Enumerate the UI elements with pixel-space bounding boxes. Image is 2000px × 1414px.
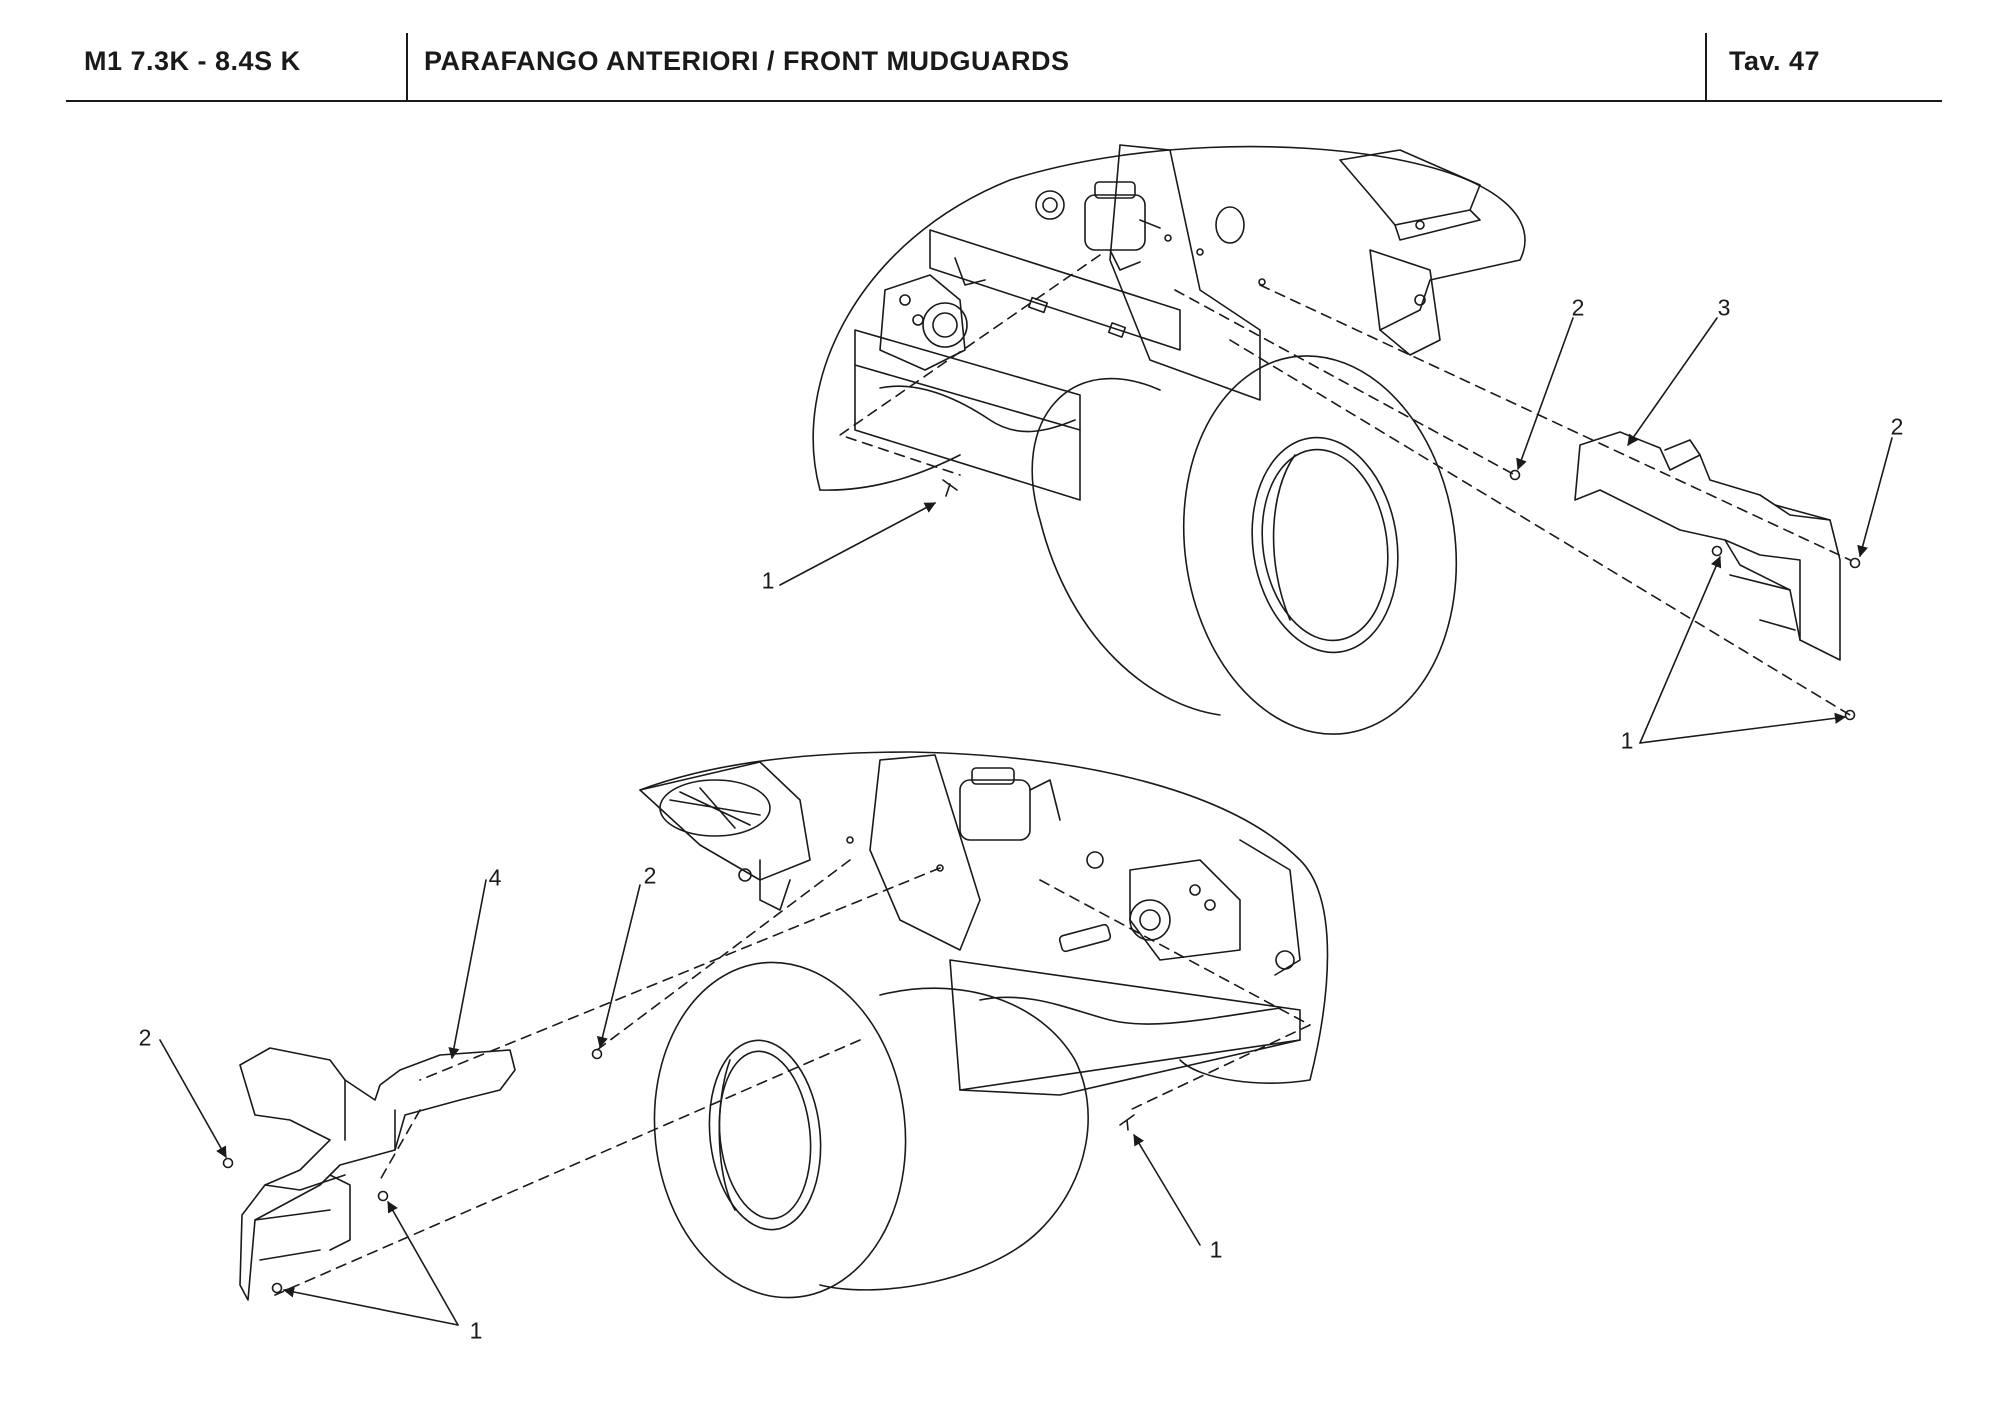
lower-motor-assembly [1129, 839, 1301, 976]
callout-2-lower-left-nut: 2 [138, 1024, 152, 1051]
callout-1-lower-right-screw: 1 [1209, 1236, 1223, 1263]
callout-2-upper-right-nut: 2 [1890, 413, 1904, 440]
callout-2-lower-nut: 2 [643, 862, 657, 889]
header-divider-right [1705, 33, 1707, 101]
upper-fasteners [942, 469, 1861, 721]
upper-tyre [1031, 355, 1458, 735]
upper-motor-assembly [879, 257, 1127, 371]
upper-pump-assembly [1035, 181, 1161, 271]
lower-body-outline [639, 751, 1329, 1084]
upper-frame-plate [1109, 144, 1261, 401]
lower-assembly-view [159, 751, 1329, 1326]
header-rule [66, 100, 1942, 102]
title-block: M1 7.3K - 8.4S K PARAFANGO ANTERIORI / F… [0, 0, 2000, 110]
callout-1-lower-screws: 1 [469, 1317, 483, 1344]
upper-assembly-view [779, 144, 1893, 744]
upper-body-lower-edge [819, 454, 961, 491]
lower-pump-assembly [959, 767, 1104, 869]
lower-explode-lines [274, 859, 1311, 1296]
lower-fan-assembly [639, 761, 811, 911]
upper-body-outline [812, 145, 1526, 491]
callout-2-upper-nut: 2 [1571, 294, 1585, 321]
header-divider-left [406, 33, 408, 101]
callout-3-front-mudguard-right: 3 [1717, 294, 1731, 321]
upper-leader-lines [779, 317, 1893, 744]
model-label: M1 7.3K - 8.4S K [84, 46, 301, 76]
lower-tyre [653, 961, 1089, 1299]
lower-mudguard-part-4 [239, 1047, 516, 1301]
lower-fasteners [222, 1048, 1135, 1294]
lower-frame-plate [869, 754, 981, 951]
callout-4-front-mudguard-left: 4 [488, 864, 502, 891]
upper-right-bracket [1339, 149, 1481, 356]
lower-chassis-beam [949, 959, 1301, 1091]
callout-1-upper-left-screw: 1 [761, 567, 775, 594]
table-number: Tav. 47 [1729, 46, 1821, 76]
upper-explode-lines [839, 254, 1851, 716]
callout-1-upper-screws: 1 [1620, 727, 1634, 754]
page-title: PARAFANGO ANTERIORI / FRONT MUDGUARDS [424, 46, 1070, 76]
lower-leader-lines [159, 879, 1201, 1326]
upper-mudguard-part-3 [1574, 431, 1841, 661]
